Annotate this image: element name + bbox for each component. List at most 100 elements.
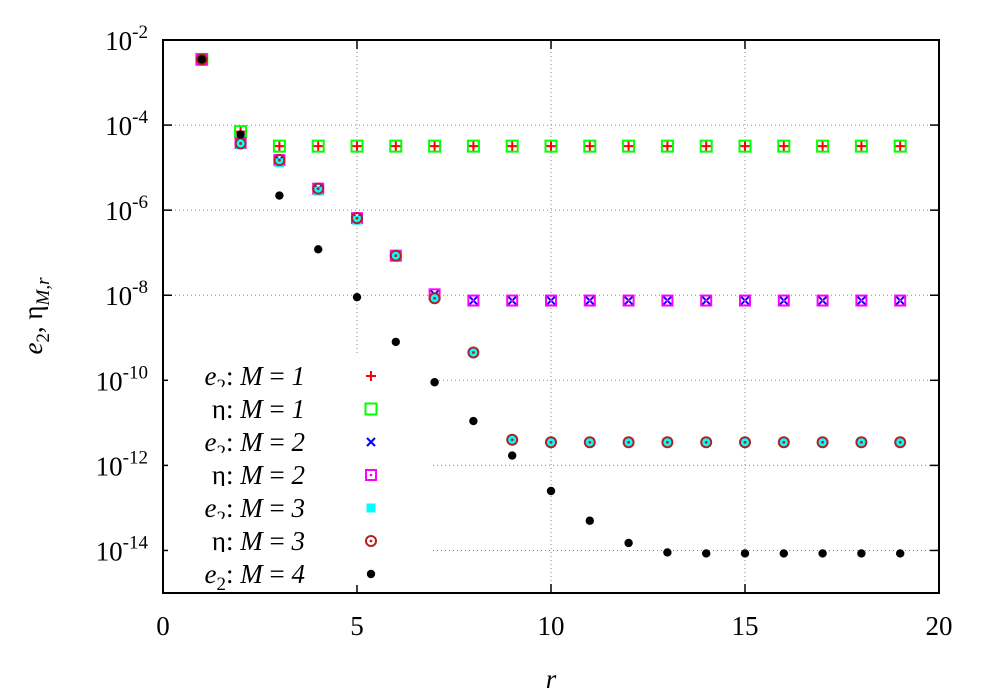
- data-point: [507, 141, 518, 152]
- data-point: [274, 158, 284, 168]
- legend-backdrop: [168, 420, 430, 453]
- x-tick-label: 5: [350, 611, 364, 641]
- data-point: [428, 139, 442, 153]
- y-tick-label: 10-14: [96, 532, 149, 566]
- series-1: [196, 54, 906, 152]
- legend-label: η: M = 3: [212, 526, 305, 556]
- data-point: [701, 141, 712, 152]
- data-point: [623, 141, 634, 152]
- data-point: [893, 139, 907, 153]
- data-point: [429, 141, 440, 152]
- data-point: [506, 433, 519, 446]
- y-tick-label: 10-4: [105, 107, 148, 141]
- x-tick-label: 0: [156, 611, 170, 641]
- data-point: [661, 436, 674, 449]
- legend-marker: [366, 503, 376, 513]
- data-point: [894, 436, 907, 449]
- legend-backdrop: [168, 486, 430, 519]
- legend-label: e2: M = 1: [205, 361, 305, 397]
- data-point: [389, 139, 403, 153]
- y-axis-label: e2, ηM,r: [18, 277, 54, 355]
- data-point: [624, 538, 633, 548]
- data-point: [583, 139, 597, 153]
- data-point: [544, 139, 558, 153]
- data-point: [857, 549, 866, 558]
- data-point: [700, 436, 713, 449]
- data-point: [390, 141, 401, 152]
- y-tick-labels: 10-2 10-4 10-6 10-8 10-10 10-12 10-14: [96, 22, 149, 566]
- data-point: [428, 292, 441, 305]
- data-point: [856, 141, 867, 152]
- series-7: [197, 55, 905, 558]
- legend-marker: [365, 469, 377, 481]
- data-point: [585, 516, 594, 525]
- data-point: [352, 215, 362, 225]
- data-point: [275, 191, 284, 200]
- data-point: [466, 139, 480, 153]
- data-point: [274, 141, 285, 152]
- data-point: [583, 436, 596, 449]
- data-point: [506, 294, 519, 307]
- legend-item: η: M = 3: [168, 519, 430, 556]
- data-points: [195, 52, 907, 558]
- y-tick-label: 10-8: [105, 277, 148, 311]
- data-point: [740, 549, 750, 558]
- legend-marker: [366, 371, 376, 381]
- legend-label: η: M = 1: [212, 394, 305, 424]
- axis-ticks: [162, 39, 940, 593]
- y-tick-label: 10-12: [96, 447, 148, 481]
- y-tick-label: 10-6: [105, 192, 148, 226]
- data-point: [391, 337, 400, 347]
- data-point: [739, 436, 751, 449]
- data-point: [739, 294, 751, 307]
- legend-backdrop: [168, 519, 430, 552]
- data-point: [313, 186, 323, 196]
- data-point: [350, 139, 364, 153]
- data-point: [816, 294, 829, 307]
- y-tick-label: 10-2: [105, 22, 148, 56]
- x-tick-label: 15: [732, 611, 759, 641]
- data-point: [469, 416, 478, 426]
- data-point: [584, 141, 595, 152]
- data-point: [855, 436, 868, 449]
- data-point: [777, 436, 790, 449]
- data-point: [312, 182, 325, 195]
- data-point: [699, 139, 713, 153]
- data-point: [467, 294, 480, 307]
- data-point: [738, 139, 752, 153]
- legend-label: e2: M = 2: [205, 427, 305, 463]
- data-point: [236, 130, 245, 139]
- legend-item: η: M = 2: [168, 453, 430, 490]
- data-point: [352, 292, 362, 302]
- data-point: [777, 139, 791, 153]
- legend-backdrop: [168, 387, 430, 420]
- legend-item: η: M = 1: [168, 387, 430, 424]
- y-tick-label: 10-10: [96, 362, 148, 396]
- data-point: [546, 486, 556, 496]
- x-tick-label: 10: [538, 611, 565, 641]
- data-point: [740, 141, 750, 152]
- data-point: [894, 294, 907, 307]
- data-point: [854, 139, 868, 153]
- data-point: [314, 245, 323, 254]
- data-point: [663, 548, 672, 557]
- data-point: [895, 141, 906, 152]
- data-point: [272, 139, 286, 153]
- data-point: [778, 141, 789, 152]
- data-point: [777, 294, 790, 307]
- data-point: [622, 436, 635, 449]
- legend-backdrop: [168, 552, 430, 585]
- data-point: [430, 378, 439, 387]
- data-point: [662, 141, 673, 152]
- legend-label: e2: M = 4: [205, 559, 305, 595]
- legend-item: e2: M = 1: [168, 354, 430, 397]
- data-point: [545, 294, 557, 307]
- legend-backdrop: [168, 354, 430, 387]
- legend-backdrop: [168, 453, 430, 486]
- x-tick-label: 20: [926, 611, 953, 641]
- data-point: [855, 294, 868, 307]
- data-point: [816, 139, 830, 153]
- data-point: [508, 451, 517, 460]
- legend-marker: [366, 569, 376, 579]
